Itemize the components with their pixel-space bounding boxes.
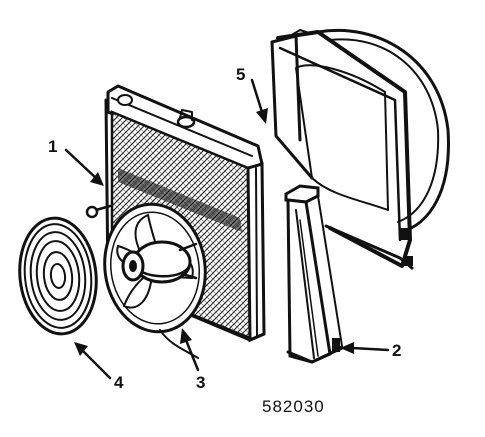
callout-4: 4 (114, 373, 124, 392)
oil-cooler (284, 184, 344, 364)
callout-2: 2 (392, 341, 401, 360)
radiator (85, 84, 266, 343)
fan-shroud (270, 29, 450, 270)
leader-lines (64, 78, 390, 380)
electric-fan-motor (103, 202, 207, 359)
figure-id: 582030 (262, 397, 325, 416)
callout-3: 3 (196, 373, 205, 392)
fan-grille (18, 216, 98, 336)
callout-5: 5 (236, 65, 245, 84)
callout-1: 1 (48, 137, 57, 156)
